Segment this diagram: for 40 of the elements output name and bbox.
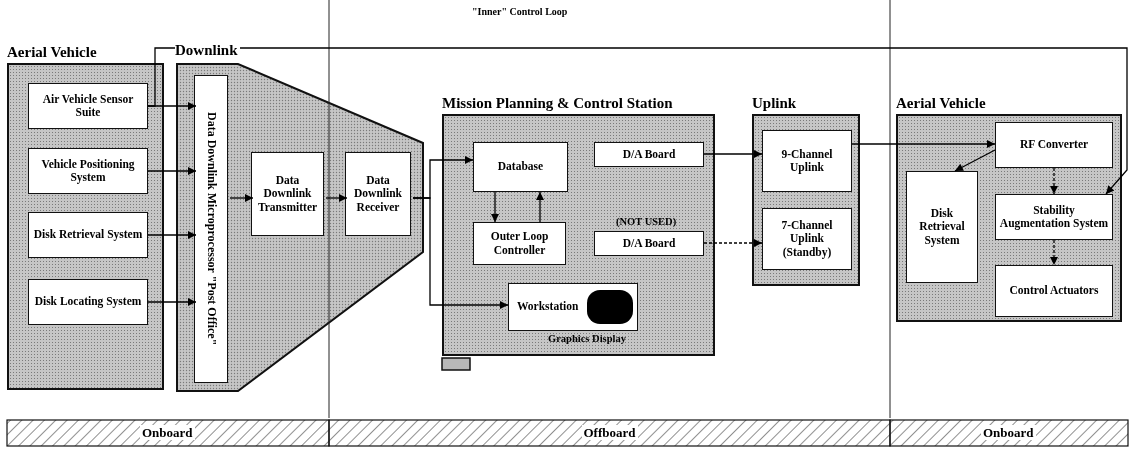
process-box: Disk Locating System	[28, 279, 148, 325]
arrow	[325, 194, 348, 202]
arrow	[229, 194, 254, 202]
region-label: Onboard	[981, 425, 1036, 440]
process-box: Outer Loop Controller	[473, 222, 566, 265]
arrow	[1050, 167, 1058, 195]
edge-label: "Inner" Control Loop	[470, 6, 570, 17]
process-box: Air Vehicle Sensor Suite	[28, 83, 148, 129]
side-note: (NOT USED)	[616, 216, 677, 227]
process-box: Vehicle Positioning System	[28, 148, 148, 194]
process-box: D/A Board	[594, 142, 704, 167]
arrow	[147, 298, 197, 306]
box-label: Workstation	[517, 300, 580, 314]
arrow	[147, 231, 197, 239]
process-box: Control Actuators	[995, 265, 1113, 317]
side-note: Graphics Display	[548, 333, 626, 344]
workstation-box	[508, 283, 638, 331]
arrow	[954, 149, 996, 172]
process-box: D/A Board	[594, 231, 704, 256]
arrow	[703, 150, 763, 158]
arrow	[536, 191, 544, 223]
process-box: Data Downlink Transmitter	[251, 152, 324, 236]
arrow	[412, 197, 509, 309]
region-label: Onboard	[140, 425, 195, 440]
process-box: 9-Channel Uplink	[762, 130, 852, 192]
arrow	[703, 239, 763, 247]
region-label: Offboard	[581, 425, 638, 440]
arrow	[147, 47, 1128, 195]
process-box: Data Downlink Receiver	[345, 152, 411, 236]
process-box: Disk Retrieval System	[906, 171, 978, 283]
process-box: 7-Channel Uplink (Standby)	[762, 208, 852, 270]
process-box: Disk Retrieval System	[28, 212, 148, 258]
process-box: Stability Augmentation System	[995, 194, 1113, 240]
arrow	[491, 191, 499, 223]
arrow	[147, 167, 197, 175]
arrow	[1050, 239, 1058, 266]
process-box: RF Converter	[995, 122, 1113, 168]
process-box: Database	[473, 142, 568, 192]
process-box: Data Downlink Microprocessor "Post Office"	[194, 75, 228, 383]
arrow	[851, 140, 996, 148]
